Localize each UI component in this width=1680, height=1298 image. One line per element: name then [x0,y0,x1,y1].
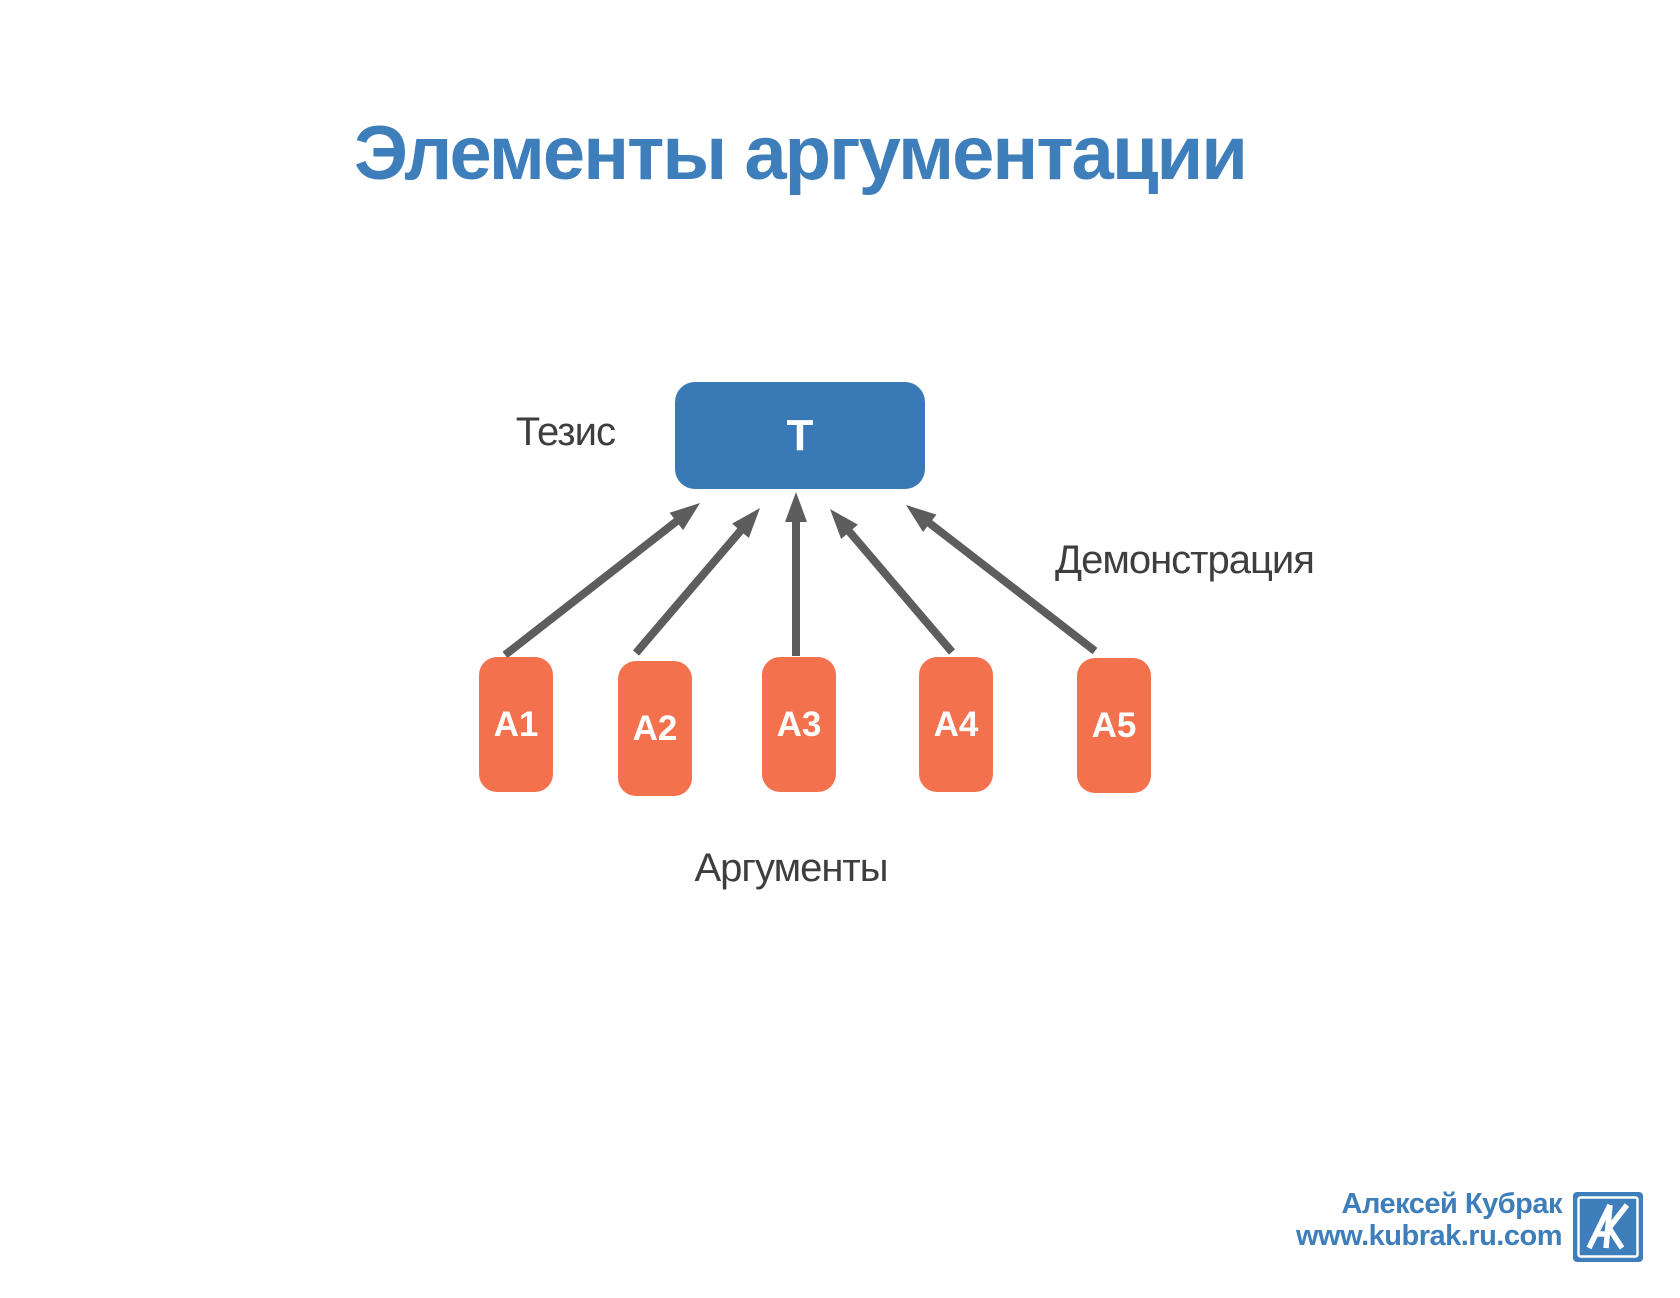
slide-title: Элементы аргументации [353,111,1248,196]
arrow-a1-to-thesis [502,503,700,659]
arrow-a2-to-thesis [632,508,760,656]
kubrak-logo-icon [1573,1192,1643,1262]
argument-box-a2-label: А2 [632,708,678,748]
thesis-box-label: Т [786,410,814,460]
argument-box-a4: А4 [919,657,993,792]
argument-box-a3: А3 [762,657,836,792]
argument-box-a5: А5 [1077,658,1151,793]
footer-website: www.kubrak.ru.com [1296,1220,1563,1253]
argument-box-a5-label: А5 [1091,705,1137,745]
argument-box-a1: А1 [479,657,553,792]
thesis-box: Т [675,382,925,489]
footer-credits: Алексей Кубрак www.kubrak.ru.com [1296,1188,1563,1253]
argument-box-a2: А2 [618,661,692,796]
argument-box-a3-label: А3 [776,704,822,744]
arrow-a3-to-thesis [785,492,807,656]
demonstration-label: Демонстрация [1055,538,1315,582]
arrow-a4-to-thesis [830,509,956,655]
argument-box-a1-label: А1 [493,704,539,744]
arguments-label: Аргументы [694,846,889,890]
thesis-label: Тезис [515,410,616,454]
argument-box-a4-label: А4 [933,704,979,744]
footer-author: Алексей Кубрак [1341,1188,1563,1220]
